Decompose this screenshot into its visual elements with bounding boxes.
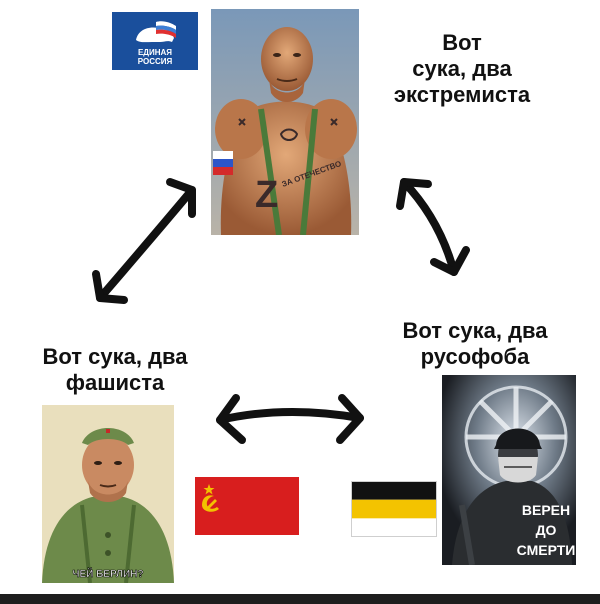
star-icon: [203, 484, 215, 495]
caption-russophobes: Вот сука, два русофоба: [380, 318, 570, 370]
logo-line2: РОССИЯ: [138, 57, 173, 66]
caption-fascists: Вот сука, два фашиста: [20, 344, 210, 396]
caption-line: Вот сука, два: [42, 344, 188, 369]
right-text-line2: ДО: [536, 522, 557, 538]
logo-line1: ЕДИНАЯ: [138, 48, 172, 57]
horizontal-double-arrow: [216, 408, 364, 424]
caption-line: Вот сука, два: [402, 318, 548, 343]
caption-line: Вот: [442, 30, 482, 55]
right-double-arrow: [400, 178, 458, 276]
united-russia-logo: ЕДИНАЯ РОССИЯ: [112, 12, 198, 70]
top-picture: Z ЗА ОТЕЧЕСТВО: [211, 9, 359, 235]
right-picture: ВЕРЕН ДО СМЕРТИ: [442, 375, 576, 565]
caption-line: экстремиста: [393, 82, 531, 107]
right-text-line3: СМЕРТИ: [517, 542, 576, 558]
left-double-arrow: [96, 186, 196, 302]
imperial-flag: [351, 481, 437, 537]
chest-z-letter: Z: [255, 174, 278, 216]
hammer-sickle-icon: [202, 495, 219, 512]
bottom-bar: [0, 594, 600, 604]
caption-line: русофоба: [420, 344, 530, 369]
caption-line: сука, два: [412, 56, 512, 81]
right-text-line1: ВЕРЕН: [522, 502, 570, 518]
soviet-flag: [195, 477, 299, 535]
soldier-caption: ЧЕЙ БЕРЛИН?: [72, 567, 143, 580]
left-picture: ЧЕЙ БЕРЛИН?: [42, 405, 174, 583]
caption-extremists: Вот сука, два экстремиста: [372, 30, 552, 108]
caption-line: фашиста: [65, 370, 165, 395]
